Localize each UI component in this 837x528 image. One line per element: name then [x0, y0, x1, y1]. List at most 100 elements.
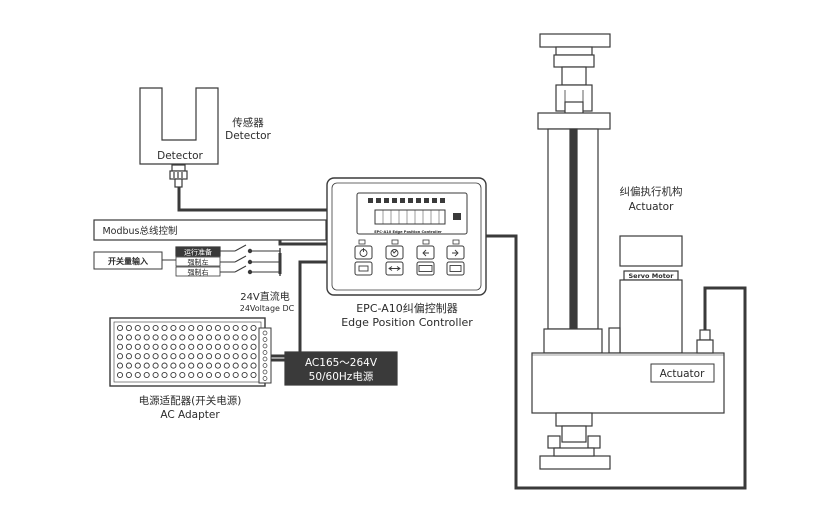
switch-input-label: 开关量输入 [108, 256, 148, 266]
adapter-vent [197, 353, 204, 360]
actuator-title-en: Actuator [629, 201, 675, 213]
adapter-vent [152, 353, 159, 360]
adapter-vent [179, 362, 186, 369]
adapter-vent [188, 371, 195, 379]
servo-motor-label: Servo Motor [629, 272, 675, 280]
adapter-vent [188, 343, 195, 350]
controller-title-cn: EPC-A10纠偏控制器 [356, 301, 458, 315]
adapter-vent [152, 343, 159, 350]
adapter-label-en: AC Adapter [160, 409, 220, 421]
wiring [177, 187, 747, 490]
adapter-vent [197, 324, 204, 332]
adapter-vent [205, 343, 213, 350]
adapter-vent [125, 371, 132, 379]
adapter-vent [134, 334, 141, 341]
adapter-vent [214, 371, 221, 379]
adapter-vent [179, 371, 186, 379]
adapter-vent [125, 334, 132, 341]
adapter-vent [241, 371, 248, 379]
adapter-vent [197, 334, 204, 341]
adapter-vent [223, 362, 230, 369]
detector-sensor [139, 87, 219, 188]
adapter-vent [205, 371, 213, 379]
adapter-terminal [262, 369, 268, 375]
adapter-vent [125, 353, 132, 360]
adapter-vent [161, 343, 168, 350]
adapter-vent [250, 371, 257, 379]
adapter-vent [197, 362, 204, 369]
adapter-vent [214, 362, 221, 369]
adapter-vent [143, 371, 150, 379]
adapter-terminal [262, 363, 268, 368]
controller-brand-text: EPC-A10 Edge Position Controller [374, 230, 442, 234]
modbus-box [93, 219, 327, 241]
detector-title-cn: 传感器 [232, 116, 264, 129]
detector-title-en: Detector [225, 130, 271, 142]
adapter-vent [232, 362, 239, 369]
adapter-vent [134, 324, 141, 332]
adapter-vent [143, 343, 150, 350]
adapter-vent [241, 324, 248, 332]
adapter-vent [179, 353, 186, 360]
adapter-vent [125, 324, 132, 332]
adapter-vent [250, 334, 257, 341]
adapter-vent [223, 343, 230, 350]
adapter-vent [223, 324, 230, 332]
adapter-vent [116, 324, 124, 332]
dc-power-label-en: 24Voltage DC [240, 304, 295, 313]
adapter-vent [250, 362, 257, 369]
actuator-box-label: Actuator [660, 368, 706, 380]
mains-voltage-text: AC165～264V [305, 357, 378, 369]
dc-power-label-cn: 24V直流电 [240, 290, 290, 303]
adapter-terminal [262, 350, 268, 355]
mains-frequency-text: 50/60Hz电源 [309, 370, 374, 383]
mains-box [284, 351, 398, 386]
adapter-terminal [262, 356, 268, 362]
adapter-vent [188, 353, 195, 360]
adapter-vent [214, 343, 221, 350]
adapter-vent [116, 362, 124, 369]
adapter-vent [170, 362, 177, 369]
adapter-vent [116, 371, 124, 379]
edge-position-controller [326, 177, 487, 296]
adapter-vent [161, 362, 168, 369]
ac-adapter [109, 317, 272, 387]
adapter-vent [179, 343, 186, 350]
adapter-vent [232, 353, 239, 360]
detector-box-label: Detector [157, 150, 203, 162]
adapter-vent [250, 343, 257, 350]
adapter-vent [116, 343, 124, 350]
adapter-vent [152, 324, 159, 332]
adapter-vent [223, 334, 230, 341]
adapter-vent [116, 334, 124, 341]
adapter-vent [241, 353, 248, 360]
adapter-vent [143, 353, 150, 360]
adapter-vent [125, 362, 132, 369]
adapter-terminal [262, 343, 268, 349]
adapter-vent [232, 343, 239, 350]
adapter-terminal [262, 330, 268, 336]
adapter-vent [188, 362, 195, 369]
adapter-vent [125, 343, 132, 350]
adapter-vent [250, 324, 257, 332]
adapter-vent [143, 362, 150, 369]
adapter-vent [170, 334, 177, 341]
switch-input-block [93, 244, 281, 277]
actuator-assembly [531, 33, 725, 470]
adapter-vent [134, 343, 141, 350]
adapter-vent [161, 324, 168, 332]
adapter-vent [134, 362, 141, 369]
adapter-vent [152, 362, 159, 369]
adapter-vent [197, 343, 204, 350]
adapter-vent [188, 334, 195, 341]
adapter-vent [241, 343, 248, 350]
adapter-vent [134, 371, 141, 379]
adapter-vent [170, 371, 177, 379]
adapter-vent [188, 324, 195, 332]
adapter-label-cn: 电源适配器(开关电源) [139, 394, 242, 407]
adapter-vent [143, 324, 150, 332]
adapter-vent [241, 334, 248, 341]
adapter-vent [223, 371, 230, 379]
